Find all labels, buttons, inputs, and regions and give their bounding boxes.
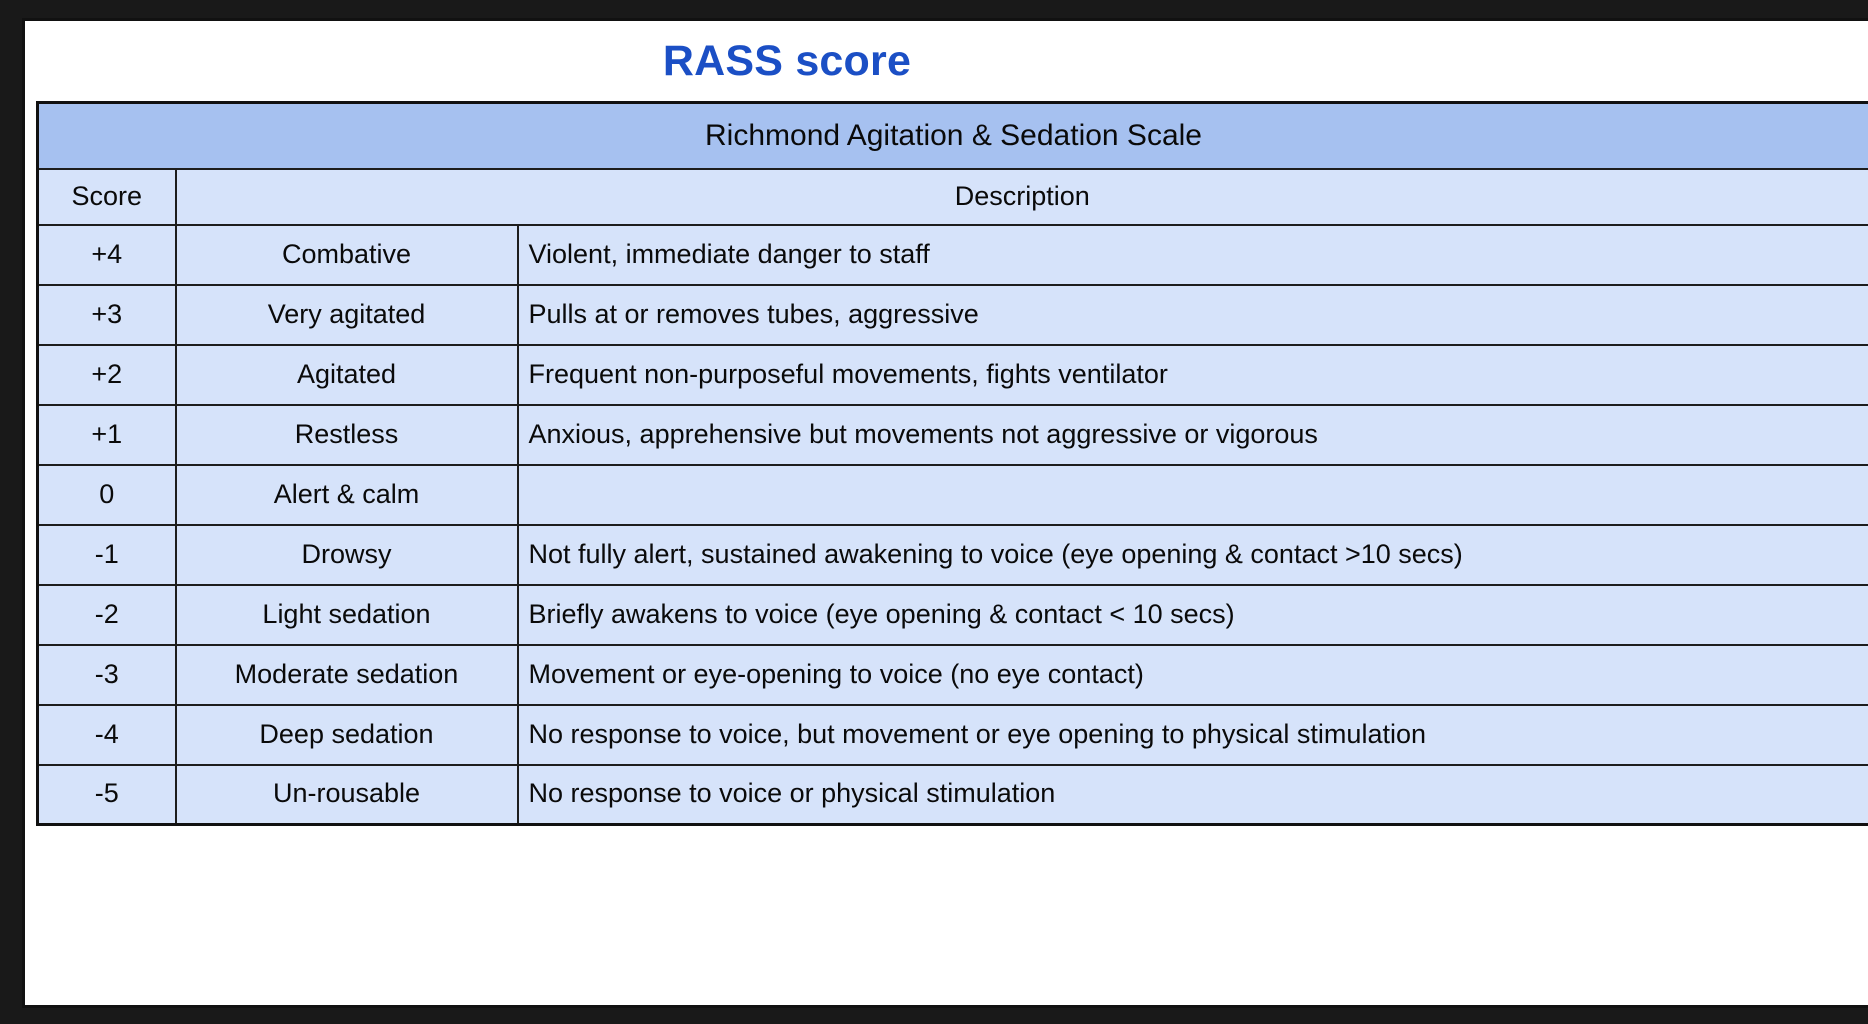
cell-term: Agitated [174,343,519,406]
column-header-score: Score [36,167,177,226]
cell-description: Frequent non-purposeful movements, fight… [516,343,1868,406]
scale-name-row: Richmond Agitation & Sedation Scale [36,101,1868,170]
cell-score: -1 [36,523,177,586]
cell-score: +1 [36,403,177,466]
cell-term: Very agitated [174,283,519,346]
cell-term: Moderate sedation [174,643,519,706]
cell-score: 0 [36,463,177,526]
cell-description: Briefly awakens to voice (eye opening & … [516,583,1868,646]
title-band: RASS score [25,21,1549,101]
cell-description: No response to voice or physical stimula… [516,763,1868,826]
cell-term: Light sedation [174,583,519,646]
cell-description: Pulls at or removes tubes, aggressive [516,283,1868,346]
column-header-row: Score Description [36,167,1868,226]
cell-description: Anxious, apprehensive but movements not … [516,403,1868,466]
cell-description: Not fully alert, sustained awakening to … [516,523,1868,586]
cell-description: Movement or eye-opening to voice (no eye… [516,643,1868,706]
cell-description [516,463,1868,526]
column-header-description: Description [174,167,1868,226]
cell-score: +4 [36,223,177,286]
cell-score: +3 [36,283,177,346]
cell-term: Un-rousable [174,763,519,826]
rass-score-table: Richmond Agitation & Sedation Scale Scor… [36,101,1868,826]
cell-score: -5 [36,763,177,826]
cell-term: Restless [174,403,519,466]
cell-term: Alert & calm [174,463,519,526]
scale-name: Richmond Agitation & Sedation Scale [36,101,1868,170]
cell-score: -2 [36,583,177,646]
cell-score: -4 [36,703,177,766]
page-title: RASS score [662,36,912,85]
document-card: RASS score Richmond Agitation & Sedation… [22,18,1868,1008]
cell-term: Deep sedation [174,703,519,766]
cell-description: Violent, immediate danger to staff [516,223,1868,286]
cell-term: Drowsy [174,523,519,586]
cell-score: -3 [36,643,177,706]
cell-description: No response to voice, but movement or ey… [516,703,1868,766]
cell-score: +2 [36,343,177,406]
cell-term: Combative [174,223,519,286]
